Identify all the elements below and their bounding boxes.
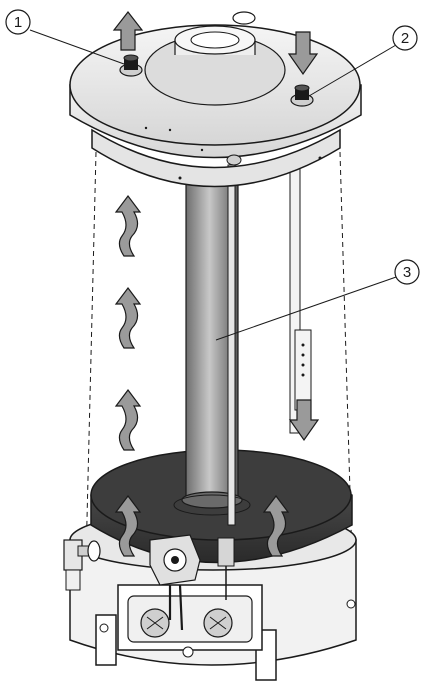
convection-arrow-4 — [114, 495, 142, 557]
callout-2: 2 — [392, 25, 418, 51]
convection-arrow-1 — [114, 195, 142, 257]
anode-rod — [227, 164, 236, 526]
cold-water-in-arrow — [287, 31, 319, 76]
dip-tube-outflow-arrow — [288, 399, 320, 442]
callout-leader-2 — [308, 44, 397, 97]
gas-control-valve — [149, 534, 235, 631]
convection-arrow-2 — [114, 287, 142, 349]
hot-water-out-arrow — [112, 11, 144, 51]
convection-arrow-3 — [114, 389, 142, 451]
access-panel — [117, 584, 263, 658]
callout-1-label: 1 — [14, 14, 22, 31]
tank-top — [69, 11, 362, 188]
callout-leader-1 — [29, 29, 125, 65]
callout-leader-3 — [215, 275, 400, 341]
callout-2-label: 2 — [401, 30, 409, 47]
callout-3: 3 — [394, 259, 420, 285]
dip-tube — [289, 167, 312, 434]
callout-1: 1 — [5, 9, 31, 35]
relief-valve — [63, 539, 101, 591]
hot-water-outlet — [290, 84, 314, 107]
cold-water-inlet — [119, 54, 143, 77]
convection-arrow-5 — [262, 495, 290, 557]
callout-3-label: 3 — [403, 264, 411, 281]
